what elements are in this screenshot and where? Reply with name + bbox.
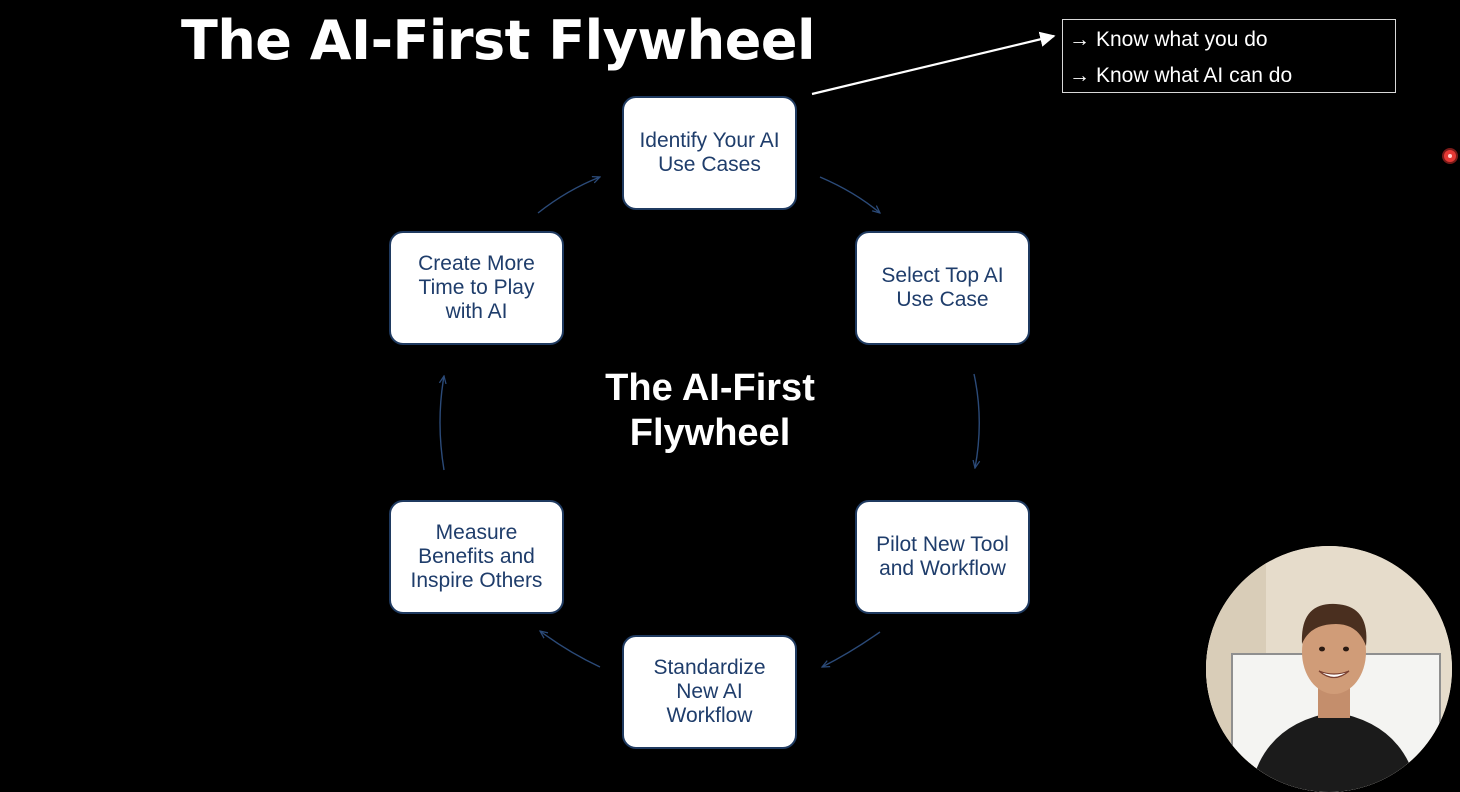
flywheel-connectors xyxy=(0,31,1056,752)
node-label: Create More Time to Play with AI xyxy=(418,252,535,323)
node-label: Select Top AI Use Case xyxy=(881,264,1004,311)
node-standardize-workflow: Standardize New AI Workflow xyxy=(622,635,797,749)
connector-pilot-to-standardize xyxy=(822,631,881,667)
connector-identify-to-select xyxy=(819,176,880,213)
node-pilot-new-tool: Pilot New Tool and Workflow xyxy=(855,500,1030,614)
presenter-avatar xyxy=(1206,546,1452,792)
node-label: Measure Benefits and Inspire Others xyxy=(410,521,543,592)
node-label: Identify Your AI Use Cases xyxy=(639,129,780,176)
connector-standardize-to-measure xyxy=(540,631,601,668)
arrow-right-icon: → xyxy=(1069,64,1090,87)
connector-measure-to-create xyxy=(440,376,444,471)
callout-text-2: Know what AI can do xyxy=(1096,64,1293,87)
center-title-line-2: Flywheel xyxy=(629,412,791,454)
node-identify-use-cases: Identify Your AI Use Cases xyxy=(622,96,797,210)
node-create-more-time: Create More Time to Play with AI xyxy=(389,231,564,345)
center-title-line-1: The AI-First xyxy=(605,367,815,409)
node-label: Standardize New AI Workflow xyxy=(653,656,766,727)
presenter-webcam xyxy=(1206,546,1452,792)
arrow-right-icon: → xyxy=(1069,28,1090,51)
node-select-top-use-case: Select Top AI Use Case xyxy=(855,231,1030,345)
callout-line-2: → Know what AI can do xyxy=(1069,58,1395,94)
record-dot-icon[interactable] xyxy=(1444,150,1456,162)
callout-box: → Know what you do → Know what AI can do xyxy=(1062,19,1396,93)
node-label: Pilot New Tool and Workflow xyxy=(876,533,1009,580)
connector-create-to-identify xyxy=(537,177,600,214)
callout-line-1: → Know what you do xyxy=(1069,22,1395,58)
callout-pointer-arrow xyxy=(811,31,1056,96)
slide-title: The AI-First Flywheel xyxy=(181,9,815,72)
center-title: The AI-First Flywheel xyxy=(540,366,880,456)
callout-text-1: Know what you do xyxy=(1096,28,1268,51)
connector-select-to-pilot xyxy=(974,373,979,468)
node-measure-benefits: Measure Benefits and Inspire Others xyxy=(389,500,564,614)
